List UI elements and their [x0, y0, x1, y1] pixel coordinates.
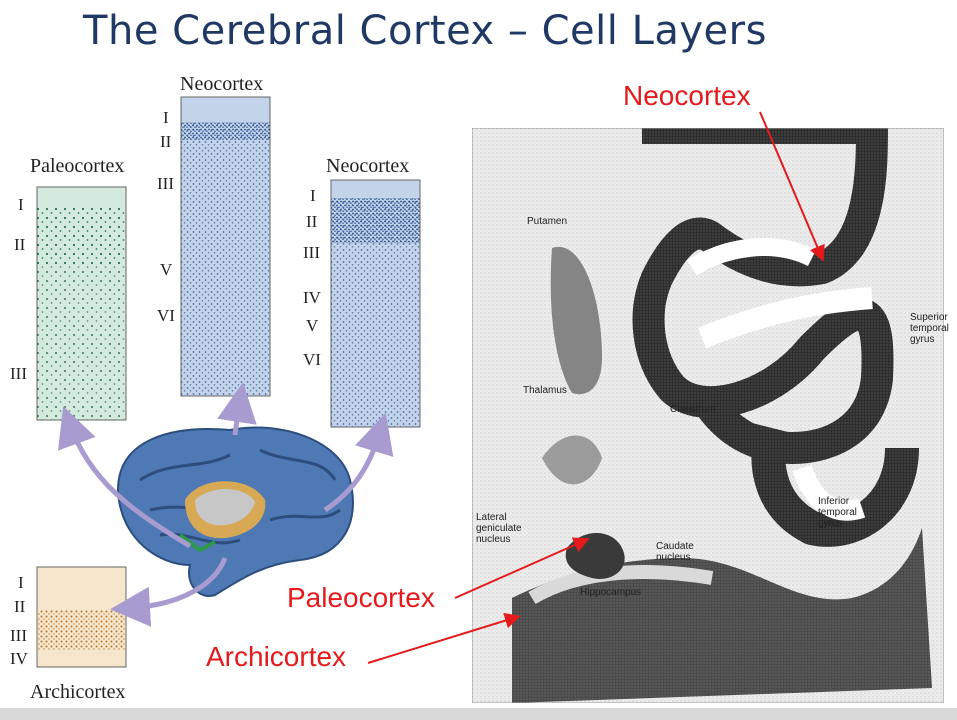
layer-label: VI — [157, 306, 175, 325]
brain-illustration — [116, 426, 354, 597]
neocortex-callout: Neocortex — [623, 80, 751, 111]
layer-label: I — [310, 186, 316, 205]
layer-label: II — [306, 212, 318, 231]
archicortex-caption: Archicortex — [30, 681, 126, 703]
layer-label: IV — [303, 288, 321, 307]
layer-label: V — [160, 260, 173, 279]
neocortex-right-caption: Neocortex — [326, 155, 410, 177]
caudate-nucleus-label: Caudate nucleus — [656, 541, 694, 563]
neocortex-callout-arrow — [759, 111, 825, 262]
paleocortex-callout-arrow — [454, 537, 590, 599]
neocortex-top-caption: Neocortex — [180, 73, 264, 95]
slide-bottom-bar — [0, 708, 957, 720]
layer-label: I — [18, 573, 24, 592]
paleocortex-callout: Paleocortex — [287, 582, 435, 613]
layer-label: III — [157, 174, 174, 193]
layer-label: VI — [303, 350, 321, 369]
layer-label: III — [10, 364, 27, 383]
layer-label: II — [160, 132, 172, 151]
archicortex-callout: Archicortex — [206, 641, 347, 672]
layer-label: II — [14, 597, 26, 616]
cortex-layers-diagram — [36, 96, 421, 668]
slide-title: The Cerebral Cortex – Cell Layers — [83, 8, 767, 54]
hippocampus-label: Hippocampus — [580, 587, 642, 598]
lateral-geniculate-nucleus-label: Lateral geniculate nucleus — [476, 512, 522, 545]
paleocortex-caption: Paleocortex — [30, 155, 125, 177]
superior-temporal-gyrus-label: Superior temporal gyrus — [910, 312, 949, 345]
brain-section-image — [472, 128, 944, 703]
layer-label: I — [18, 195, 24, 214]
layer-label: V — [306, 316, 319, 335]
claustrum-label: Claustrum — [670, 404, 716, 415]
layer-label: III — [10, 626, 27, 645]
thalamus-label: Thalamus — [523, 385, 567, 396]
archicortex-callout-arrow — [367, 612, 521, 664]
layer-label: III — [303, 243, 320, 262]
layer-label: I — [163, 108, 169, 127]
layer-label: IV — [10, 649, 28, 668]
layer-label: II — [14, 235, 26, 254]
inferior-temporal-gyrus-label: Inferior temporal gyrus — [818, 496, 857, 529]
putamen-label: Putamen — [527, 216, 568, 227]
